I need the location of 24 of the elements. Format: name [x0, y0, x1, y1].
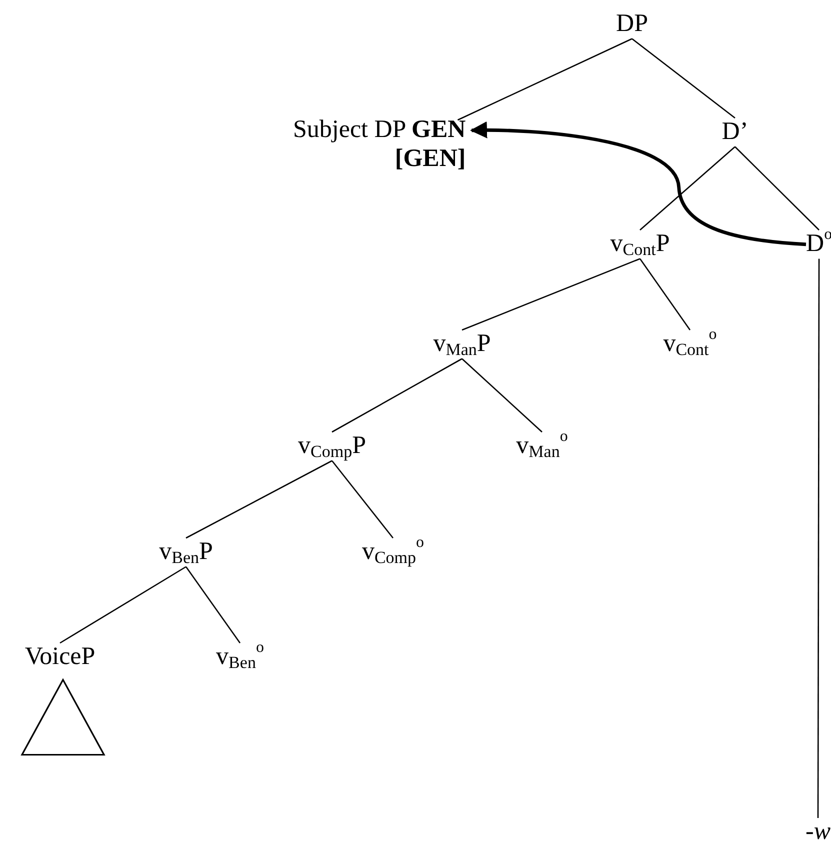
phrase-label: DP	[616, 10, 648, 39]
tree-branch	[186, 460, 332, 539]
node-label: Subject DP GEN	[293, 116, 466, 145]
tree-branch	[639, 258, 691, 330]
tree-branch	[640, 146, 736, 230]
node-label: VoiceP	[24, 643, 96, 672]
suffix-label: -w	[806, 818, 830, 845]
tree-branch	[734, 146, 820, 230]
tree-branch	[185, 566, 241, 644]
node-label: v$_{Comp}$P	[298, 432, 366, 461]
tree-branch	[332, 460, 394, 538]
tree-branch	[462, 358, 542, 432]
node-label: v$_{Cont}$P	[610, 230, 670, 259]
tree-branch	[632, 38, 736, 119]
tree-branch	[60, 566, 186, 644]
node-label: v$_{Ben}$P	[159, 538, 213, 567]
tree-branch	[817, 258, 820, 818]
tree-branch	[462, 258, 640, 331]
feature-label: [GEN]	[394, 144, 466, 174]
movement-arrow	[470, 122, 806, 246]
tree-branch	[332, 358, 462, 433]
node-label: D’	[722, 118, 748, 147]
tree-branch	[457, 38, 632, 121]
node-label: v$_{Man}$P	[433, 330, 491, 359]
